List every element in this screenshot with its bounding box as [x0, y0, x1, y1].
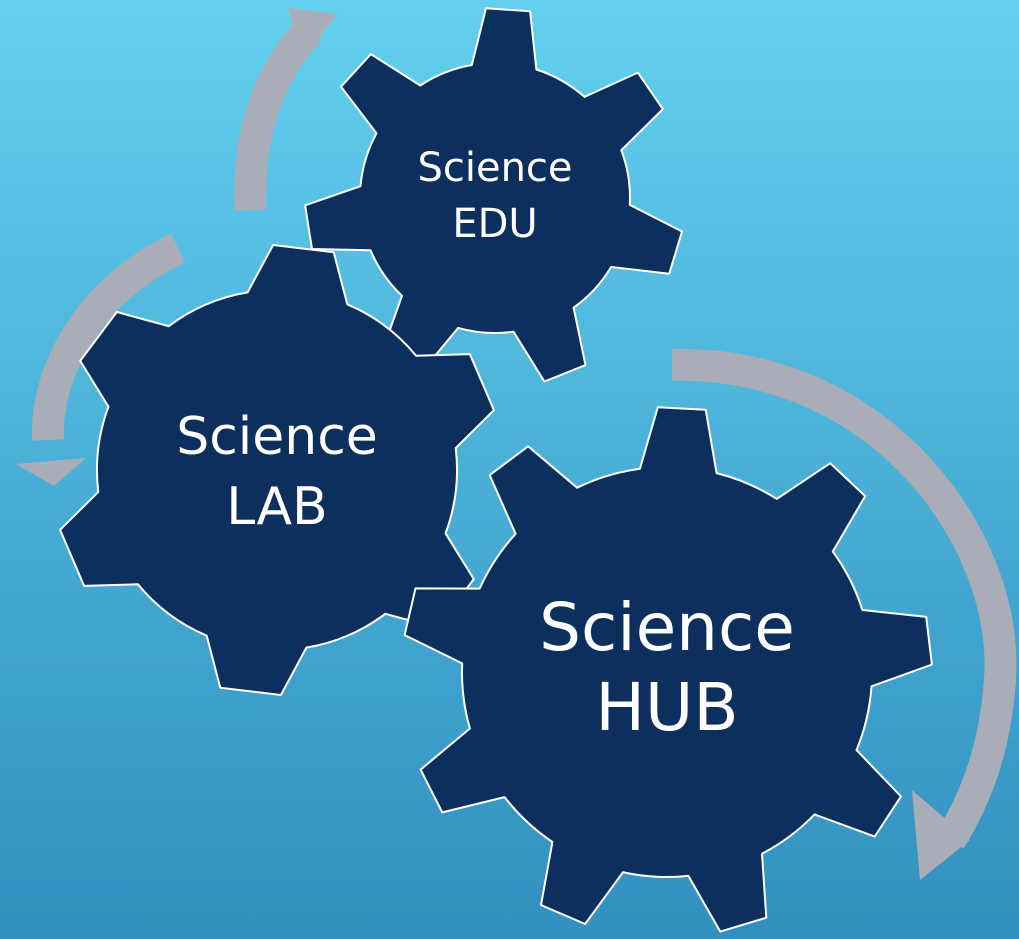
gear-lab-shape — [59, 244, 495, 696]
arrow-head-right-icon — [912, 790, 970, 880]
gear-lab-label-line2: LAB — [226, 477, 327, 537]
gear-hub-label-line1: Science — [539, 589, 795, 666]
gear-hub-shape — [403, 406, 933, 933]
arrow-head-top-icon — [288, 8, 338, 58]
arrow-lab-to-edu — [233, 18, 322, 211]
cycle-arrows — [31, 18, 1017, 849]
arrow-edu-to-lab — [31, 233, 186, 441]
gear-science-lab — [59, 244, 495, 696]
gear-lab-label-line1: Science — [176, 407, 378, 467]
arrow-head-left-icon — [16, 458, 86, 486]
gear-science-edu — [304, 7, 683, 383]
gear-edu-label-line2: EDU — [452, 201, 537, 247]
gear-edu-label-line1: Science — [417, 145, 572, 191]
gear-edu-shape — [304, 7, 683, 383]
arrow-edu-to-hub — [671, 348, 1017, 849]
arrow-heads — [16, 8, 970, 880]
gear-science-hub — [403, 406, 933, 933]
gear-hub-label-line2: HUB — [595, 669, 738, 746]
